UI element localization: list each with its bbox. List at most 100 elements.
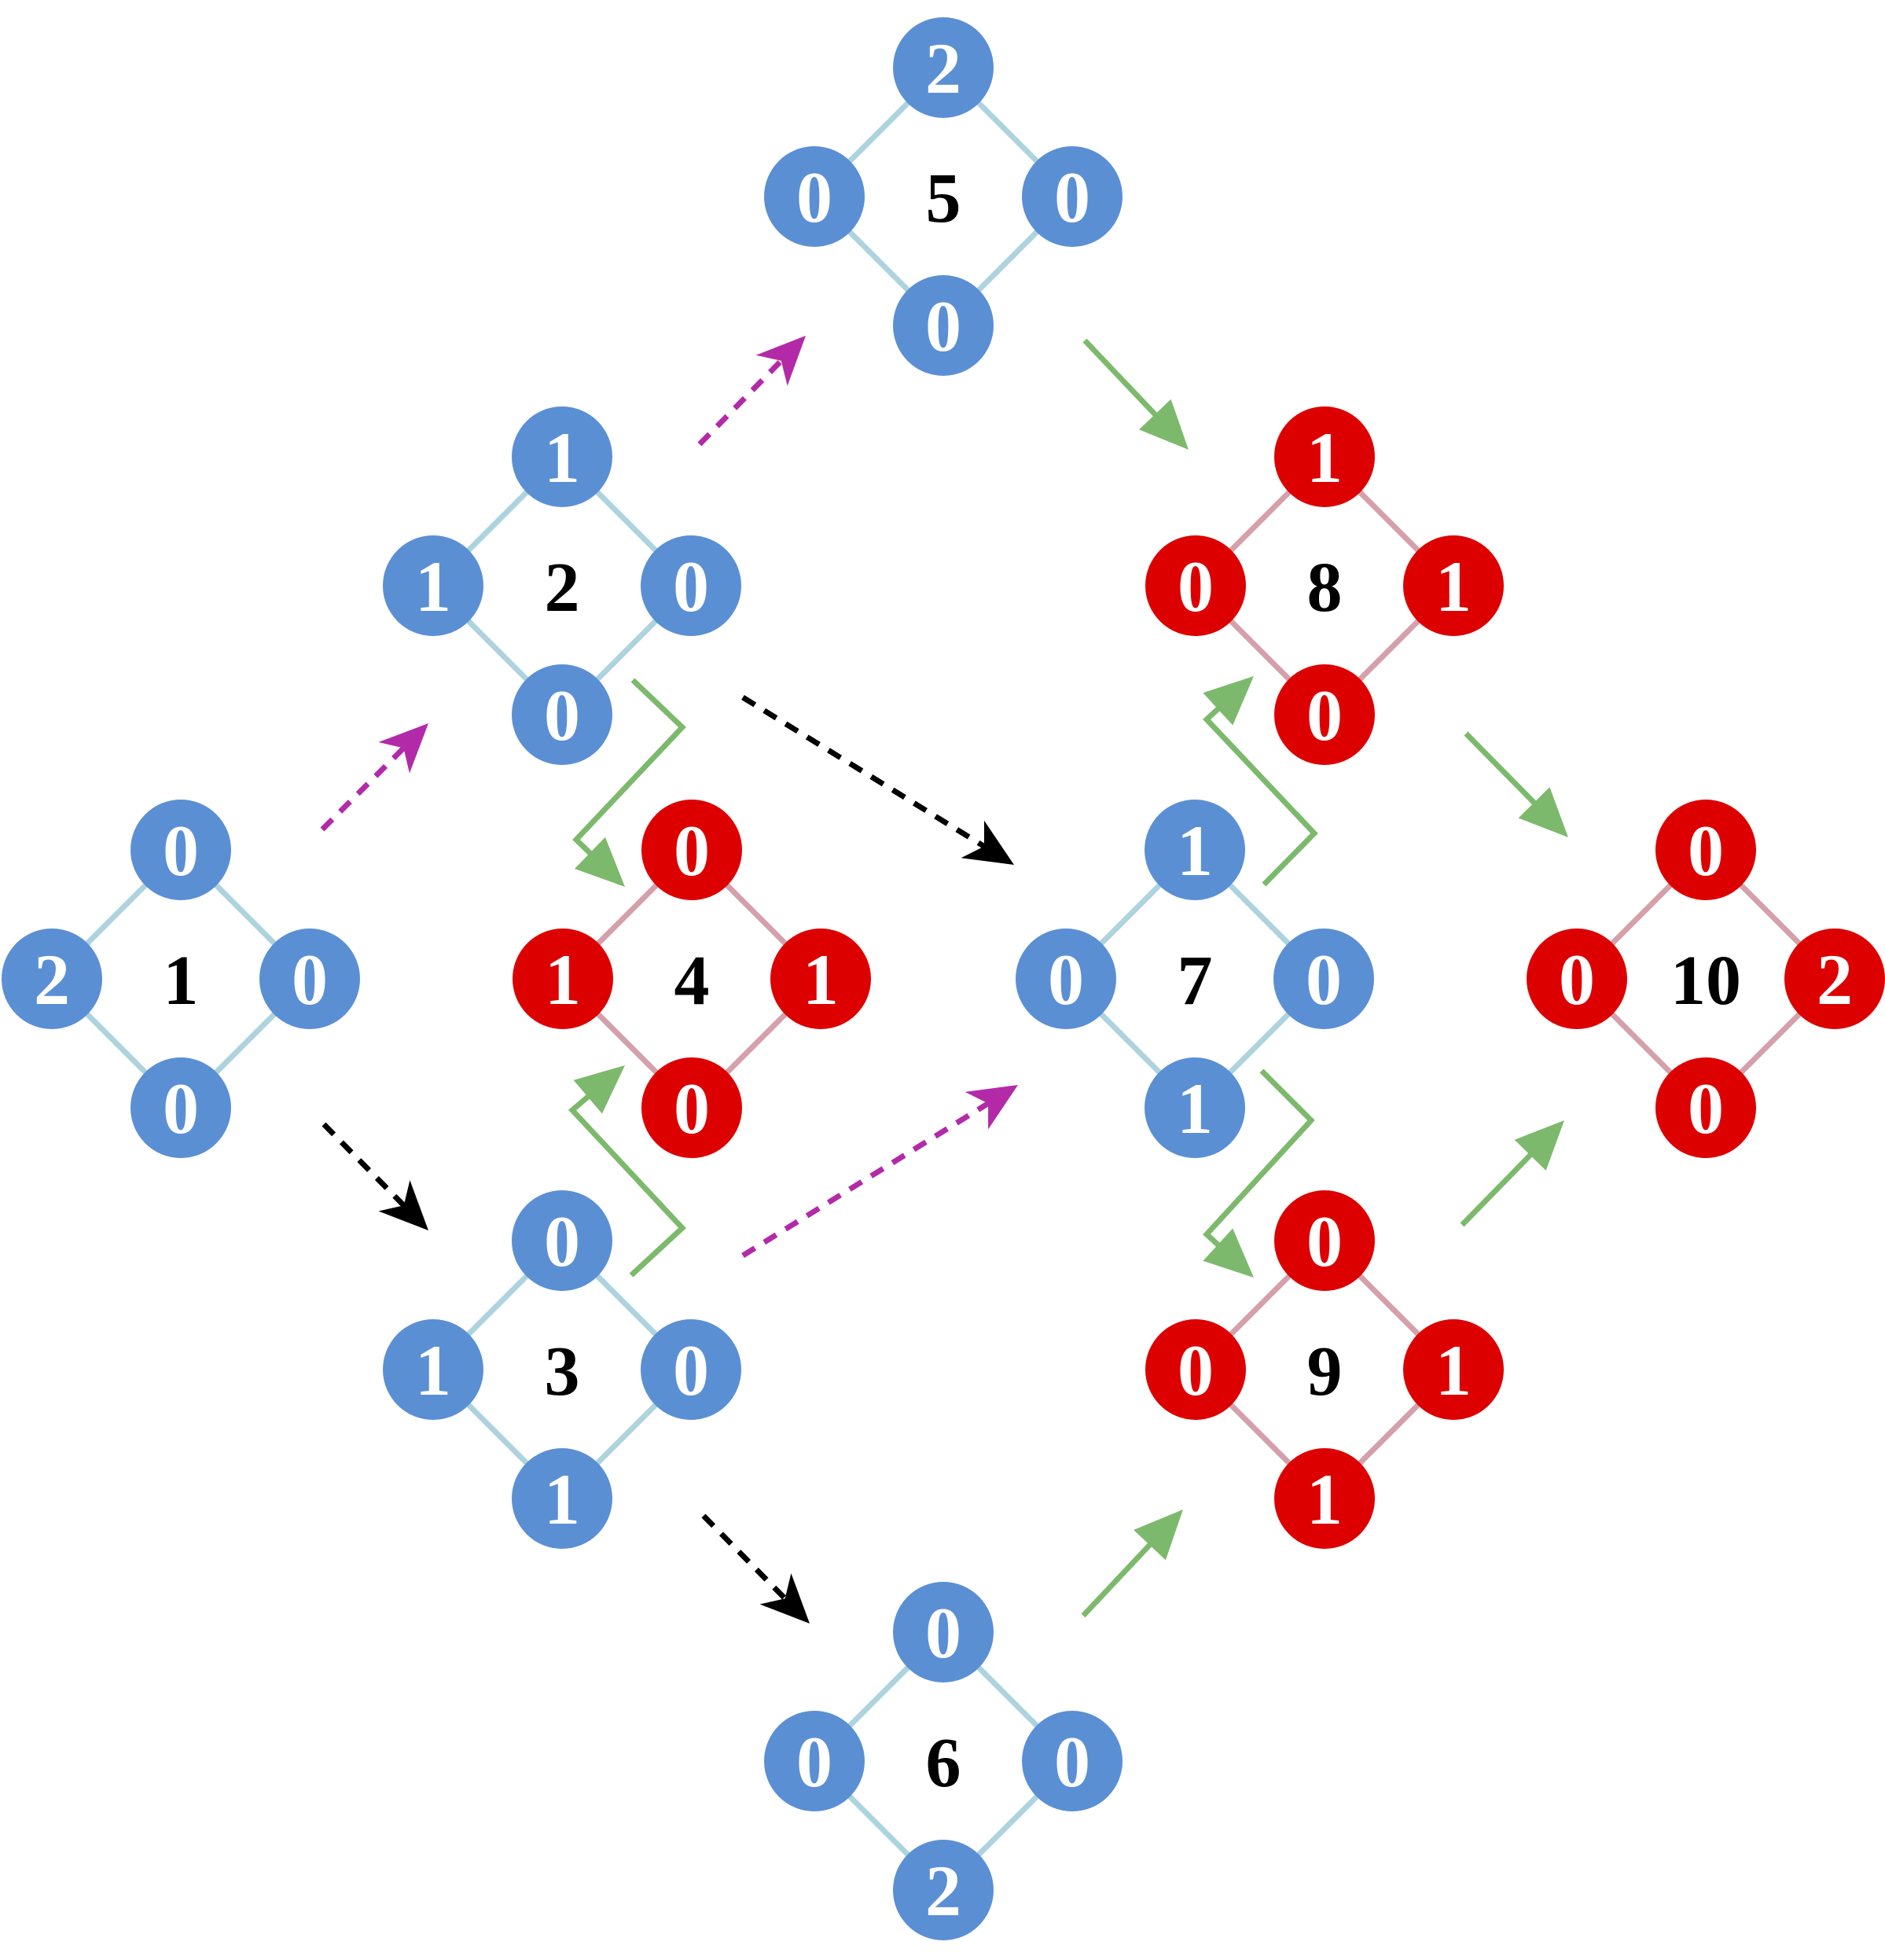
- state-10-node-left-value: 0: [1559, 940, 1595, 1020]
- state-6-node-bottom: [893, 1840, 994, 1940]
- arrow-9-to-10: [1460, 1120, 1564, 1227]
- arrow-1-to-2-head: [378, 723, 428, 774]
- arrow-1-to-3: [322, 1122, 428, 1230]
- state-2-node-left-value: 1: [415, 546, 451, 627]
- state-5-node-right: [1022, 146, 1123, 247]
- state-9-node-right: [1403, 1319, 1504, 1420]
- state-1-node-top-value: 0: [163, 811, 199, 891]
- state-9-node-bottom-value: 1: [1306, 1459, 1343, 1539]
- arrow-8-to-10-head: [1518, 787, 1568, 837]
- state-1-node-bottom-value: 0: [163, 1068, 199, 1149]
- state-9-node-bottom: [1274, 1448, 1375, 1549]
- state-5-node-top: [893, 17, 994, 118]
- state-9-node-right-value: 1: [1435, 1330, 1472, 1410]
- arrow-3-to-4-shaft: [568, 1083, 686, 1278]
- state-10-node-top: [1655, 800, 1756, 900]
- state-1-node-left-value: 2: [34, 940, 70, 1020]
- arrow-5-to-8: [1082, 338, 1189, 450]
- state-4-node-right-value: 1: [803, 940, 839, 1020]
- state-3-node-top: [512, 1190, 612, 1291]
- state-8-node-top-value: 1: [1306, 417, 1343, 498]
- arrow-3-to-7: [741, 1085, 1018, 1258]
- arrow-8-to-10: [1464, 731, 1568, 837]
- state-4-node-left-value: 1: [545, 940, 581, 1020]
- arrow-2-to-7-head: [961, 820, 1014, 865]
- state-6-node-left: [764, 1711, 865, 1811]
- state-6-node-top: [893, 1582, 994, 1682]
- arrow-7-to-9-head: [1203, 1228, 1254, 1278]
- state-3-node-left: [383, 1319, 483, 1420]
- arrow-6-to-9-head: [1134, 1510, 1183, 1561]
- state-7-label: 7: [1178, 942, 1213, 1020]
- state-4-node-top-value: 0: [674, 811, 710, 891]
- arrow-2-to-5-head: [755, 336, 806, 386]
- state-2-label: 2: [545, 549, 580, 627]
- state-5-node-bottom: [893, 275, 994, 376]
- state-5-node-top-value: 2: [925, 28, 961, 108]
- state-4-node-bottom: [641, 1057, 742, 1158]
- arrows-layer: [320, 336, 1568, 1624]
- state-8-node-top: [1274, 406, 1375, 507]
- state-4-node-right: [770, 929, 871, 1029]
- state-6-node-left-value: 0: [796, 1722, 832, 1802]
- state-2-node-bottom-value: 0: [544, 675, 580, 756]
- state-3-node-bottom-value: 1: [544, 1459, 580, 1539]
- state-5-node-left-value: 0: [796, 157, 832, 237]
- state-1-label: 1: [164, 942, 199, 1020]
- arrow-2-to-4-shaft: [572, 678, 686, 867]
- state-7-node-bottom: [1145, 1057, 1245, 1158]
- state-1-node-right-value: 0: [292, 940, 328, 1020]
- state-9-node-top: [1274, 1190, 1375, 1291]
- state-1: 0 0 0 2 1: [2, 800, 360, 1158]
- state-7-node-right: [1273, 929, 1374, 1029]
- state-3-node-left-value: 1: [415, 1330, 451, 1410]
- arrow-3-to-4-head: [573, 1065, 625, 1114]
- state-10-node-bottom-value: 0: [1688, 1068, 1724, 1149]
- arrow-2-to-7-shaft: [741, 695, 989, 851]
- state-3-node-right: [641, 1319, 741, 1420]
- state-1-node-right: [259, 929, 360, 1029]
- arrow-1-to-2: [320, 723, 428, 832]
- state-5-label: 5: [926, 160, 961, 237]
- state-5-node-left: [764, 146, 865, 247]
- state-6-node-right-value: 0: [1054, 1722, 1090, 1802]
- state-1-node-top: [130, 800, 231, 900]
- state-1-node-bottom: [130, 1057, 231, 1158]
- arrow-3-to-7-head: [965, 1085, 1018, 1130]
- state-8-node-left-value: 0: [1178, 546, 1214, 627]
- state-7-node-top: [1145, 800, 1245, 900]
- state-2-node-left: [383, 535, 483, 636]
- state-9-node-left: [1145, 1319, 1246, 1420]
- state-6-node-top-value: 0: [925, 1593, 961, 1673]
- state-9-label: 9: [1307, 1333, 1343, 1410]
- arrow-2-to-5-shaft: [697, 356, 786, 447]
- state-4-label: 4: [674, 942, 710, 1020]
- state-5-node-right-value: 0: [1054, 157, 1090, 237]
- state-6-label: 6: [926, 1724, 961, 1802]
- arrow-6-to-9-shaft: [1081, 1530, 1164, 1618]
- state-10-node-right-value: 2: [1817, 940, 1853, 1020]
- state-4-node-top: [641, 800, 742, 900]
- arrow-9-to-10-shaft: [1460, 1141, 1545, 1227]
- arrow-5-to-8-head: [1139, 399, 1189, 450]
- state-7-node-right-value: 0: [1306, 940, 1342, 1020]
- arrow-5-to-8-shaft: [1082, 338, 1169, 429]
- arrow-7-to-8: [1203, 676, 1318, 887]
- state-8-node-bottom-value: 0: [1306, 675, 1343, 756]
- state-8-node-right: [1403, 535, 1504, 636]
- arrow-3-to-6-shaft: [701, 1513, 790, 1603]
- state-7-node-left: [1016, 929, 1116, 1029]
- state-9-node-left-value: 0: [1178, 1330, 1214, 1410]
- state-10-node-right: [1784, 929, 1885, 1029]
- state-8-node-right-value: 1: [1435, 546, 1472, 627]
- arrow-2-to-4: [572, 678, 686, 887]
